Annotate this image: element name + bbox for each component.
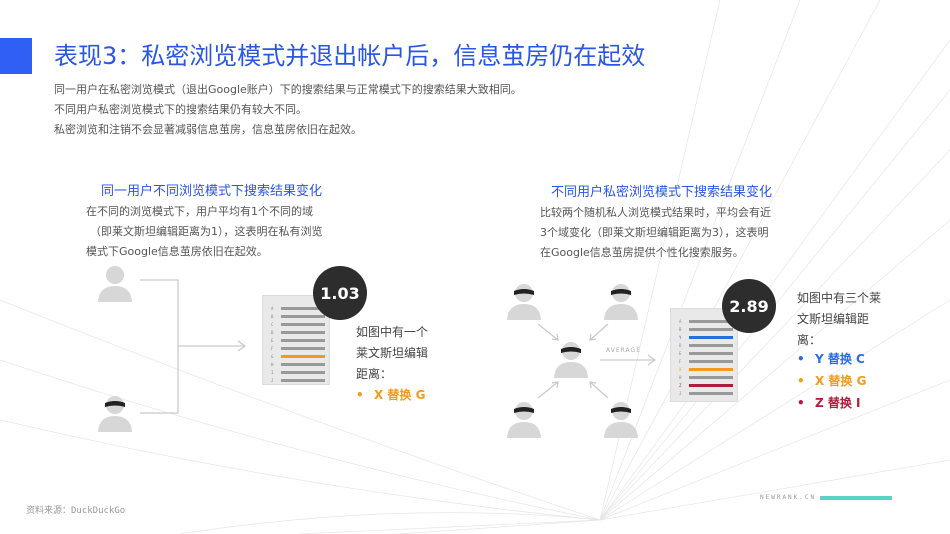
result-row <box>281 347 325 350</box>
right-section-heading: 不同用户私密浏览模式下搜索结果变化 <box>551 185 773 200</box>
doc-letter: A <box>271 306 274 311</box>
doc-letter: G <box>271 354 274 359</box>
right-bullet: •X 替换 G <box>797 374 867 388</box>
result-row <box>281 339 325 342</box>
result-row <box>281 323 325 326</box>
doc-letter: X <box>679 367 682 372</box>
left-bullet: •X 替换 G <box>356 388 426 402</box>
doc-letter: F <box>271 346 274 351</box>
result-row <box>689 328 733 331</box>
doc-letter: H <box>679 375 682 380</box>
summary-line: 同一用户在私密浏览模式（退出Google账户）下的搜索结果与正常模式下的搜索结果… <box>54 83 522 96</box>
title-accent-bar <box>0 38 32 74</box>
doc-letter: D <box>679 343 682 348</box>
result-row-changed <box>689 384 733 387</box>
result-row <box>689 352 733 355</box>
average-label: AVERAGE <box>606 347 641 354</box>
doc-letter: E <box>271 338 274 343</box>
doc-letter: Z <box>679 383 682 388</box>
source-note: 资料来源：DuckDuckGo <box>26 506 126 516</box>
doc-letter: A <box>679 319 682 324</box>
result-row-changed <box>689 336 733 339</box>
masked-user-icon <box>604 402 638 438</box>
left-distance-value: 1.03 <box>313 266 367 320</box>
left-section-heading: 同一用户不同浏览模式下搜索结果变化 <box>101 184 323 199</box>
desc-line: 在Google信息茧房提供个性化搜索服务。 <box>540 246 744 259</box>
doc-letter: D <box>271 330 274 335</box>
right-bullet: •Z 替换 I <box>797 396 861 410</box>
right-bullet: •Y 替换 C <box>797 352 865 366</box>
doc-letter: I <box>271 370 274 375</box>
masked-user-icon <box>554 342 588 378</box>
right-distance-value: 2.89 <box>722 279 776 333</box>
left-section-desc: 在不同的浏览模式下，用户平均有1个不同的域 （即莱文斯坦编辑距离为1），这表明在… <box>86 202 323 262</box>
doc-letter: B <box>679 327 682 332</box>
note-line: 如图中有三个莱 <box>797 291 882 305</box>
result-row <box>281 363 325 366</box>
doc-letter: Y <box>679 335 682 340</box>
result-row-changed <box>689 368 733 371</box>
note-line: 文斯坦编辑距 <box>797 312 870 326</box>
doc-letter: H <box>271 362 274 367</box>
note-line: 离： <box>797 333 822 347</box>
left-results-document: A B C D E F G H I J <box>262 295 330 385</box>
note-line: 如图中有一个 <box>356 325 429 339</box>
bullet-text: X 替换 G <box>374 388 426 402</box>
result-row <box>689 392 733 395</box>
left-flow-connector <box>140 279 247 414</box>
result-row-changed <box>281 355 325 358</box>
user-icon <box>98 266 132 302</box>
note-line: 莱文斯坦编辑 <box>356 346 429 360</box>
desc-line: 在不同的浏览模式下，用户平均有1个不同的域 <box>86 205 313 218</box>
result-row <box>689 320 733 323</box>
summary-line: 私密浏览和注销不会显著减弱信息茧房，信息茧房依旧在起效。 <box>54 123 362 136</box>
right-results-document: A B Y D E F X H Z J <box>670 308 738 402</box>
desc-line: 模式下Google信息茧房依旧在起效。 <box>86 245 268 258</box>
doc-letter: J <box>679 391 682 396</box>
result-row <box>689 344 733 347</box>
result-row <box>281 315 325 318</box>
desc-line: 3个域变化（即莱文斯坦编辑距离为3），这表明 <box>540 226 769 239</box>
doc-letter: F <box>679 359 682 364</box>
right-flow-arrows <box>537 323 657 399</box>
masked-user-icon <box>507 402 541 438</box>
bullet-text: Y 替换 C <box>815 352 865 366</box>
masked-user-icon <box>507 284 541 320</box>
doc-letter: E <box>679 351 682 356</box>
doc-letter: C <box>271 322 274 327</box>
bullet-text: Z 替换 I <box>815 396 861 410</box>
result-row <box>281 379 325 382</box>
summary-line: 不同用户私密浏览模式下的搜索结果仍有较大不同。 <box>54 103 307 116</box>
note-line: 距离： <box>356 367 393 381</box>
desc-line: （即莱文斯坦编辑距离为1），这表明在私有浏览 <box>90 225 323 238</box>
result-row <box>689 360 733 363</box>
right-note: 如图中有三个莱 文斯坦编辑距 离： <box>797 288 881 351</box>
result-row <box>281 307 325 310</box>
masked-user-icon <box>604 284 638 320</box>
summary-text: 同一用户在私密浏览模式（退出Google账户）下的搜索结果与正常模式下的搜索结果… <box>54 80 522 140</box>
result-row <box>281 371 325 374</box>
bullet-text: X 替换 G <box>815 374 867 388</box>
page-title: 表现3：私密浏览模式并退出帐户后，信息茧房仍在起效 <box>54 42 646 70</box>
brand-label: NEWRANK.CN <box>760 494 817 501</box>
masked-user-icon <box>98 396 132 432</box>
left-note: 如图中有一个 莱文斯坦编辑 距离： <box>356 322 428 385</box>
desc-line: 比较两个随机私人浏览模式结果时，平均会有近 <box>540 206 771 219</box>
brand-accent-line <box>820 496 892 500</box>
result-row <box>689 376 733 379</box>
result-row <box>281 331 325 334</box>
right-section-desc: 比较两个随机私人浏览模式结果时，平均会有近 3个域变化（即莱文斯坦编辑距离为3）… <box>540 203 771 263</box>
doc-letter: B <box>271 314 274 319</box>
doc-letter: J <box>271 378 274 383</box>
